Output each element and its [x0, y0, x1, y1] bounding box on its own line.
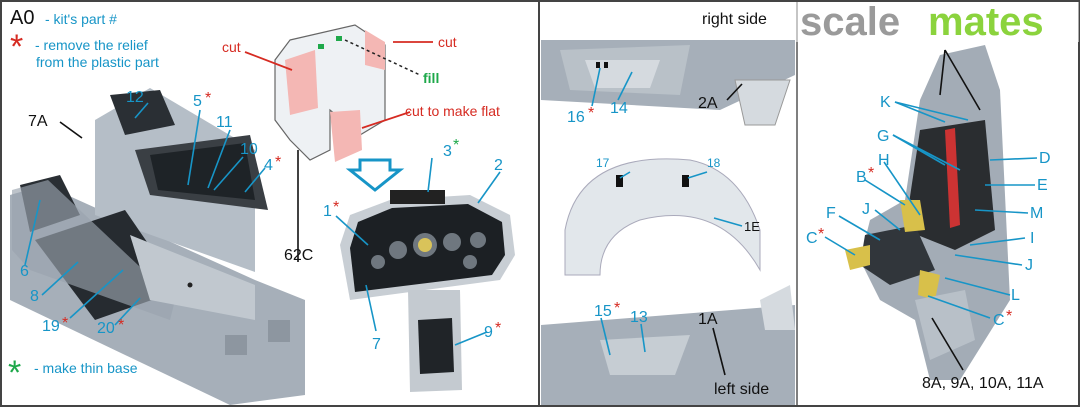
label-2: 2	[494, 157, 503, 174]
star-19: *	[62, 315, 68, 332]
down-arrow-icon	[345, 158, 405, 192]
legend-remove-text: - remove the relief	[35, 37, 148, 53]
star-16: *	[588, 105, 594, 122]
label-20: 20	[97, 320, 115, 337]
label-17: 17	[596, 156, 610, 170]
star-20: *	[118, 317, 124, 334]
right-side-view	[541, 40, 795, 126]
label-M: M	[1030, 205, 1043, 222]
star-1: *	[333, 199, 339, 216]
label-19: 19	[42, 318, 60, 335]
label-2A: 2A	[698, 95, 718, 112]
star-4: *	[275, 154, 281, 171]
label-J: J	[862, 201, 870, 218]
cut-right-label: cut	[438, 34, 457, 50]
label-15: 15	[594, 303, 612, 320]
seat-parts-label: 8A, 9A, 10A, 11A	[922, 375, 1044, 392]
star-9: *	[495, 320, 501, 337]
right-side-label: right side	[702, 11, 767, 28]
label-E: E	[1037, 177, 1048, 194]
label-11: 11	[216, 114, 233, 131]
star-5: *	[205, 90, 211, 107]
left-side-label: left side	[714, 381, 769, 398]
label-J2: J	[1025, 257, 1033, 274]
label-1E: 1E	[744, 219, 760, 234]
label-14: 14	[610, 100, 628, 117]
panel-12-block	[110, 90, 175, 135]
star-B: *	[868, 165, 874, 182]
label-9: 9	[484, 324, 493, 341]
cut-flat-label: cut to make flat	[405, 103, 500, 119]
label-1A: 1A	[698, 311, 718, 328]
label-G: G	[877, 128, 889, 145]
label-10: 10	[240, 141, 258, 158]
watermark-scale: scale	[800, 0, 900, 44]
label-K: K	[880, 94, 891, 111]
cutting-detail-sketch	[244, 24, 433, 192]
legend-thin-star: *	[8, 354, 21, 392]
side-console-tub	[10, 88, 305, 405]
label-3: 3	[443, 143, 452, 160]
label-62C: 62C	[284, 247, 313, 264]
legend-remove-text-2: from the plastic part	[36, 54, 159, 70]
star-C2: *	[1006, 308, 1012, 325]
label-D: D	[1039, 150, 1051, 167]
star-C: *	[818, 226, 824, 243]
label-6: 6	[20, 263, 29, 280]
canopy-frame-part	[564, 158, 761, 276]
label-C: C	[806, 230, 818, 247]
label-L: L	[1011, 287, 1020, 304]
scalemates-watermark: scale mates	[795, 0, 1079, 44]
label-C2: C	[993, 312, 1005, 329]
instrument-panel	[340, 190, 515, 392]
label-16: 16	[567, 109, 585, 126]
leader-lines	[24, 67, 1038, 356]
legend-remove-star: *	[10, 28, 23, 66]
label-7: 7	[372, 336, 381, 353]
legend-code-text: - kit's part #	[45, 11, 117, 27]
label-12: 12	[126, 89, 144, 106]
label-F: F	[826, 205, 836, 222]
label-I: I	[1030, 230, 1034, 247]
star-3: *	[453, 137, 459, 154]
fill-label: fill	[423, 70, 439, 86]
black-leader-lines	[59, 49, 981, 376]
label-5: 5	[193, 93, 202, 110]
label-8: 8	[30, 288, 39, 305]
watermark-mates: mates	[928, 0, 1044, 44]
label-1: 1	[323, 203, 332, 220]
label-4: 4	[264, 157, 273, 174]
label-H: H	[878, 152, 890, 169]
label-13: 13	[630, 309, 648, 326]
legend-thin-text: - make thin base	[34, 360, 138, 376]
legend-code: A0	[10, 7, 34, 29]
label-B: B	[856, 169, 867, 186]
label-18: 18	[707, 156, 721, 170]
star-15: *	[614, 300, 620, 317]
cut-left-label: cut	[222, 39, 241, 55]
label-7A: 7A	[28, 113, 48, 130]
